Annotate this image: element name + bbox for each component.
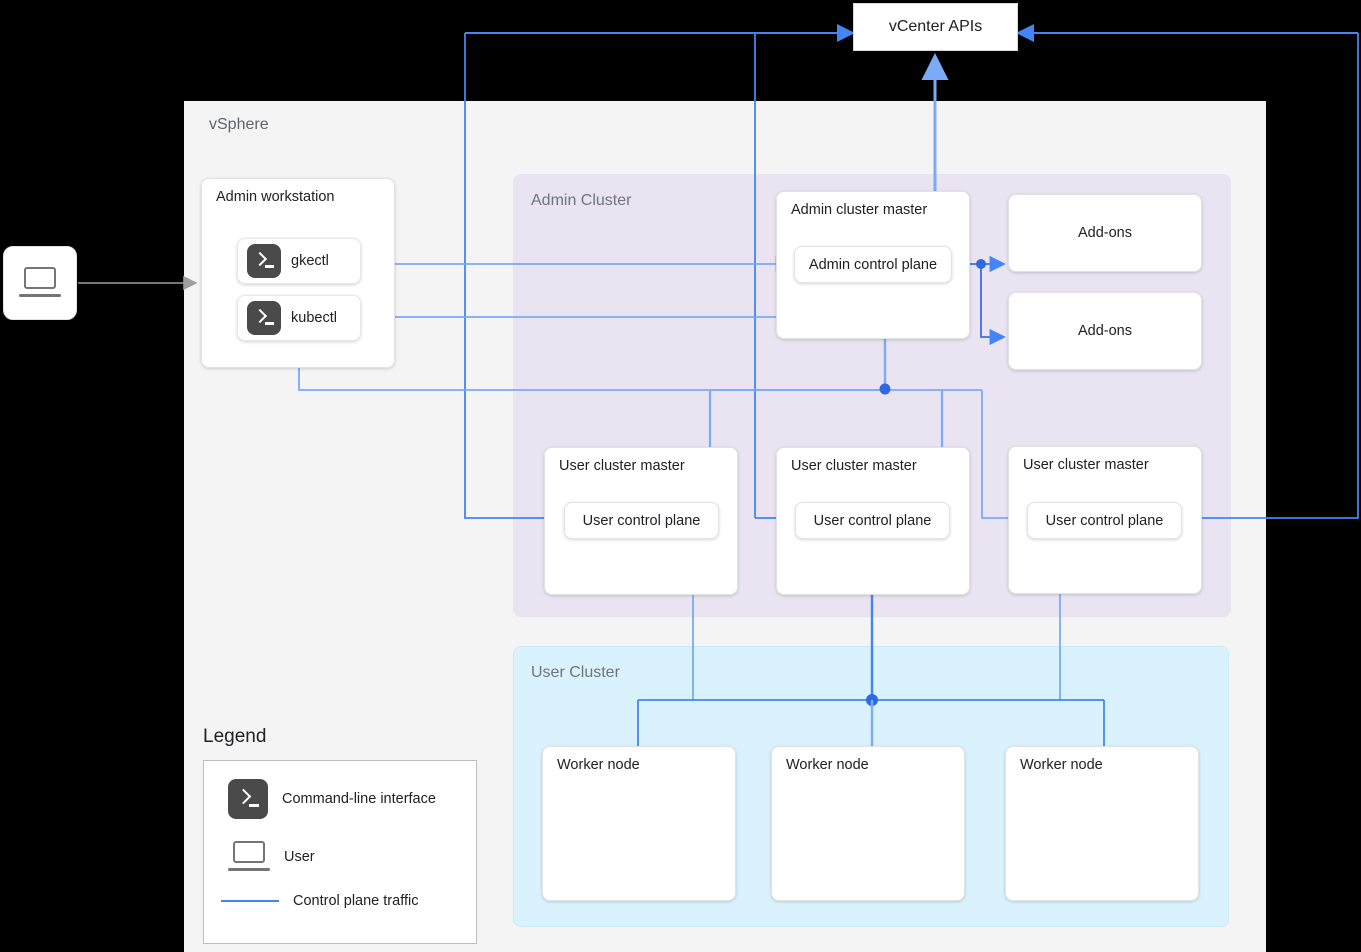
control-plane-line-swatch bbox=[221, 900, 279, 902]
addons-label-2: Add-ons bbox=[1077, 323, 1132, 339]
cli-label-gkectl: gkectl bbox=[291, 253, 329, 269]
user-cluster-label: User Cluster bbox=[531, 664, 620, 681]
user-cluster-master-title-2: User cluster master bbox=[791, 458, 917, 474]
cli-chip-gkectl[interactable]: gkectl bbox=[237, 238, 361, 284]
worker-node-title-2: Worker node bbox=[786, 757, 869, 773]
vcenter-apis-label: vCenter APIs bbox=[888, 18, 983, 35]
laptop-icon bbox=[228, 841, 270, 873]
cli-icon bbox=[247, 301, 281, 335]
user-cluster-master-title-3: User cluster master bbox=[1023, 457, 1149, 473]
legend-label-user: User bbox=[284, 849, 315, 865]
admin-control-plane-label: Admin control plane bbox=[808, 256, 938, 273]
admin-control-plane-node[interactable]: Admin control plane bbox=[794, 246, 952, 283]
user-node[interactable] bbox=[3, 246, 77, 320]
user-control-plane-label-3: User control plane bbox=[1045, 512, 1164, 529]
cli-label-kubectl: kubectl bbox=[291, 310, 337, 326]
user-control-plane-node-2[interactable]: User control plane bbox=[795, 502, 950, 539]
cli-icon bbox=[247, 244, 281, 278]
legend-item-line: Control plane traffic bbox=[221, 893, 418, 909]
user-control-plane-node-1[interactable]: User control plane bbox=[564, 502, 719, 539]
addons-node-1[interactable]: Add-ons bbox=[1008, 194, 1202, 272]
admin-cluster-master-title: Admin cluster master bbox=[791, 202, 928, 218]
vcenter-apis-node[interactable]: vCenter APIs bbox=[853, 3, 1018, 51]
admin-cluster-label: Admin Cluster bbox=[531, 192, 632, 209]
admin-workstation-title: Admin workstation bbox=[216, 189, 335, 205]
user-control-plane-node-3[interactable]: User control plane bbox=[1027, 502, 1182, 539]
cli-chip-kubectl[interactable]: kubectl bbox=[237, 295, 361, 341]
laptop-icon bbox=[19, 267, 61, 299]
user-control-plane-label-2: User control plane bbox=[813, 512, 932, 529]
addons-node-2[interactable]: Add-ons bbox=[1008, 292, 1202, 370]
user-control-plane-label-1: User control plane bbox=[582, 512, 701, 529]
worker-node-3[interactable]: Worker node bbox=[1005, 746, 1199, 901]
worker-node-title-3: Worker node bbox=[1020, 757, 1103, 773]
legend-box bbox=[203, 760, 477, 944]
legend-item-user: User bbox=[228, 841, 315, 873]
legend-title: Legend bbox=[203, 726, 267, 747]
worker-node-title-1: Worker node bbox=[557, 757, 640, 773]
addons-label-1: Add-ons bbox=[1077, 225, 1132, 241]
cli-icon bbox=[228, 779, 268, 819]
worker-node-1[interactable]: Worker node bbox=[542, 746, 736, 901]
legend-label-line: Control plane traffic bbox=[293, 893, 419, 909]
vsphere-label: vSphere bbox=[209, 116, 269, 133]
user-cluster-master-title-1: User cluster master bbox=[559, 458, 685, 474]
legend-label-cli: Command-line interface bbox=[282, 791, 436, 807]
worker-node-2[interactable]: Worker node bbox=[771, 746, 965, 901]
legend-item-cli: Command-line interface bbox=[228, 779, 436, 819]
